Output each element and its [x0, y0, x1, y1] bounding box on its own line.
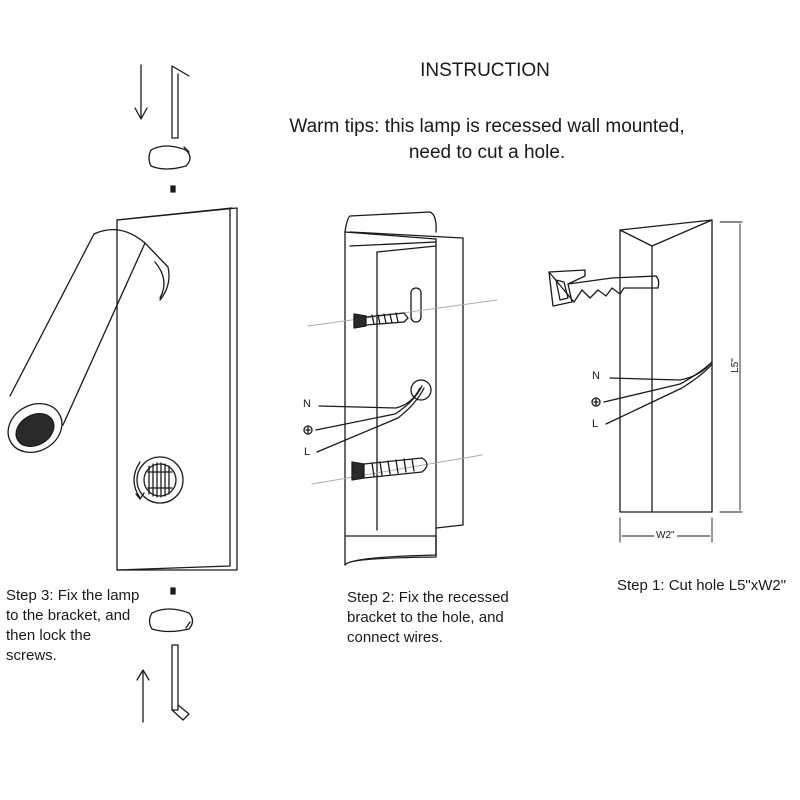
- step-3-line-2: to the bracket, and: [6, 607, 131, 624]
- lamp-body: [116, 207, 238, 571]
- warm-tips-line-2: need to cut a hole.: [408, 142, 566, 163]
- bottom-hex-key: [136, 587, 194, 723]
- bracket-wires: [303, 385, 425, 453]
- upper-screw: [353, 312, 409, 329]
- step-3-text: Step 3: Fix the lamp to the bracket, and…: [6, 586, 156, 666]
- live-wire-label-hole: L: [592, 418, 599, 430]
- recessed-bracket: [307, 211, 498, 566]
- width-dimension: W2": [654, 530, 677, 541]
- top-hex-key: [134, 64, 191, 193]
- length-dimension: L5": [729, 358, 741, 373]
- lower-screw: [351, 457, 428, 481]
- instruction-title: INSTRUCTION: [420, 60, 550, 81]
- warm-tips: Warm tips: this lamp is recessed wall mo…: [242, 114, 732, 166]
- neutral-wire-label: N: [303, 398, 311, 410]
- dimmer-knob: [133, 456, 184, 504]
- step-3-line-4: screws.: [6, 647, 57, 664]
- live-wire-label: L: [304, 446, 311, 458]
- warm-tips-line-1: Warm tips: this lamp is recessed wall mo…: [289, 116, 685, 137]
- step-2-line-2: bracket to the hole, and: [347, 609, 504, 626]
- lamp-head: [7, 228, 170, 453]
- step-2-line-1: Step 2: Fix the recessed: [347, 589, 509, 606]
- step-1-text: Step 1: Cut hole L5"xW2": [617, 576, 800, 596]
- step-3-line-1: Step 3: Fix the lamp: [6, 587, 140, 604]
- wall-hole: [619, 219, 743, 543]
- hole-wires: [591, 361, 713, 425]
- step-1-line-1: Step 1: Cut hole L5"xW2": [617, 577, 787, 594]
- step-2-line-3: connect wires.: [347, 629, 443, 646]
- neutral-wire-label-hole: N: [592, 370, 600, 382]
- step-2-text: Step 2: Fix the recessed bracket to the …: [347, 588, 547, 648]
- hand-saw: [548, 269, 660, 307]
- step-3-line-3: then lock the: [6, 627, 92, 644]
